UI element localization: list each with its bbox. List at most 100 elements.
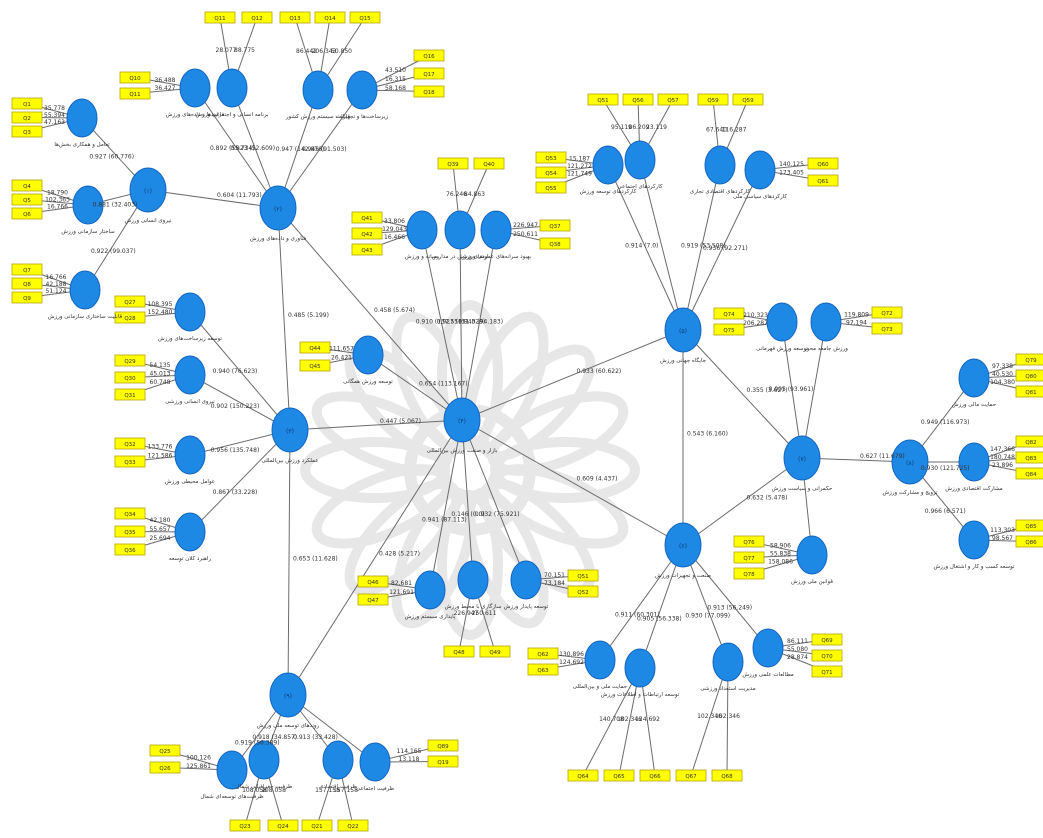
indicator-rect: [871, 322, 903, 335]
construct-label: (۲): [274, 206, 282, 213]
outer-loading-label: 0.930 (121.725): [921, 465, 970, 472]
loading-value-label: 33.806: [384, 218, 405, 225]
indicator-label: Q10: [129, 76, 141, 82]
watermark-petal: [391, 487, 476, 629]
loading-value-label: 15.187: [569, 155, 590, 162]
indicator-rect: [337, 819, 369, 832]
indicator-rect: [473, 157, 505, 170]
indicator-label: Q11: [214, 16, 225, 22]
node-caption: توسعه ارتباطات و اطلاعات ورزش: [601, 692, 680, 698]
loading-value-label: 250.611: [513, 231, 538, 238]
node-caption: رسانه و ورزش: [405, 254, 440, 260]
indicator-label: Q24: [277, 824, 289, 830]
indicator-box: Q37: [539, 219, 571, 232]
indicator-box: Q10: [119, 71, 151, 84]
outer-loading-label: 0.922 (99.037): [91, 248, 136, 255]
node-caption: ارتقای ورزش در مدارس: [432, 254, 489, 260]
watermark-petal: [300, 437, 450, 503]
construct-node: [259, 185, 297, 231]
indicator-rect: [11, 125, 43, 138]
node-caption: ظرفیت اجتماعی: [356, 786, 394, 792]
path-edge: [461, 419, 684, 546]
node-caption: قابلیت ساختاری سازمانی ورزش: [48, 314, 123, 320]
indicator-label: Q86: [1025, 540, 1037, 546]
indicator-label: Q68: [721, 774, 733, 780]
path-coefficient-label: 0.428 (5.217): [379, 551, 420, 558]
loading-value-label: 28.077: [216, 47, 237, 54]
indicator-label: Q8: [23, 282, 31, 288]
loading-value-label: 55.657: [150, 526, 171, 533]
indicator-label: Q73: [881, 327, 893, 333]
indicator-rect: [351, 211, 383, 224]
indicator-box: Q66: [639, 769, 671, 782]
outer-loading-label: 0.930 (77.099): [685, 612, 730, 619]
indicator-box: Q5: [11, 193, 43, 206]
indicator-rect: [733, 567, 765, 580]
indicator-rect: [114, 455, 146, 468]
indicator-rect: [267, 819, 299, 832]
loading-value-label: 108.058: [261, 787, 286, 794]
node-caption: حمایت ملی و بین‌المللی: [573, 684, 627, 690]
outer-loading-label: 0.881 (32.403): [93, 201, 138, 208]
sub-construct-node: [796, 535, 828, 575]
indicator-box: Q36: [114, 543, 146, 556]
sub-construct-node: [624, 140, 656, 180]
loading-edge: [690, 661, 729, 776]
indicator-box: Q28: [114, 311, 146, 324]
indicator-box: Q82: [1015, 435, 1043, 448]
watermark-petal: [437, 300, 503, 450]
outer-loading-label: 0.913 (56.249): [707, 605, 752, 612]
indicator-label: Q78: [743, 572, 755, 578]
indicator-rect: [279, 11, 311, 24]
loading-value-label: 113.303: [990, 527, 1015, 534]
node-caption: تعامل و همکاری بخش‌ها: [54, 141, 110, 148]
path-edge: [189, 311, 291, 431]
indicator-box: Q70: [811, 649, 843, 662]
outer-loading-label: 0.945 (91.503): [302, 146, 347, 153]
indicator-box: Q18: [413, 85, 445, 98]
indicator-box: Q31: [114, 388, 146, 401]
indicator-box: Q61: [807, 174, 839, 187]
outer-loading-label: 0.914 (7.0): [625, 242, 658, 249]
loading-value-label: 55.394: [44, 112, 65, 119]
indicator-box: Q63: [527, 663, 559, 676]
indicator-rect: [301, 819, 333, 832]
indicator-box: Q42: [351, 227, 383, 240]
indicator-rect: [299, 359, 331, 372]
indicator-label: Q51: [597, 98, 608, 104]
path-coefficient-label: 0.933 (60.622): [577, 368, 622, 375]
loading-value-label: 97.194: [846, 319, 867, 326]
watermark-petal: [311, 391, 453, 476]
loading-value-label: 82.681: [391, 580, 412, 587]
indicator-rect: [811, 633, 843, 646]
indicator-rect: [357, 593, 389, 606]
path-coefficient-label: 0.609 (4.437): [577, 476, 618, 483]
outer-loading-label: 0.910 (137.556): [416, 319, 465, 326]
outer-loading-label: 0.956 (135.748): [211, 447, 260, 454]
watermark-petal: [490, 437, 640, 503]
loading-value-label: 35.778: [44, 105, 65, 112]
indicator-label: Q84: [1025, 472, 1037, 478]
indicator-rect: [11, 193, 43, 206]
loading-value-label: 86.442: [296, 48, 317, 55]
watermark-petal: [478, 344, 596, 462]
indicator-box: Q53: [535, 151, 567, 164]
outer-loading-label: 0.867 (33.228): [213, 489, 258, 496]
node-caption: عوامل محیطی ورزش: [165, 479, 215, 485]
path-edge: [277, 89, 363, 209]
indicator-rect: [639, 769, 671, 782]
sub-construct-node: [216, 68, 248, 108]
indicator-rect: [119, 71, 151, 84]
watermark-petal: [464, 311, 549, 453]
indicator-label: Q37: [549, 224, 561, 230]
loading-value-label: 26.421: [331, 354, 352, 361]
path-edge: [459, 229, 463, 421]
indicator-box: Q81: [1015, 385, 1043, 398]
indicator-box: Q11: [119, 87, 151, 100]
indicator-rect: [114, 295, 146, 308]
path-edge: [639, 159, 684, 331]
outer-loading-label: 0.918 (34.857): [252, 734, 297, 741]
path-edge: [607, 164, 684, 331]
loading-value-label: 42.188: [46, 281, 67, 288]
loading-value-label: 100.126: [186, 754, 211, 761]
